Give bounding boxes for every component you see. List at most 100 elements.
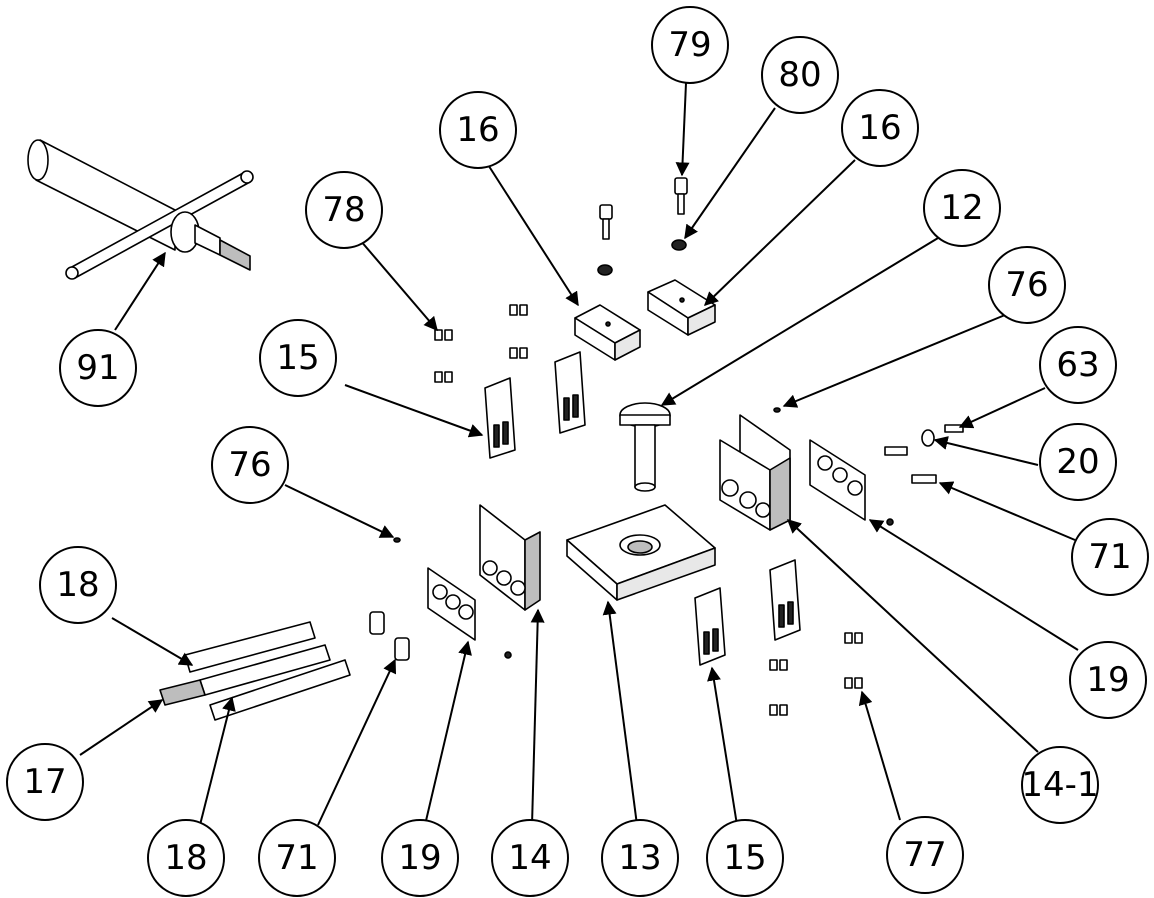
leader-63 [958,387,1046,429]
balloon-78: 78 [305,171,383,249]
balloon-label: 17 [23,762,66,802]
balloon-71: 71 [258,819,336,897]
part-15-bracket-upper-right [554,351,586,434]
balloon-71: 71 [1071,518,1149,596]
leader-19b [424,640,472,826]
part-19-plate-left [427,567,512,659]
part-63-screw [944,424,964,433]
balloon-label: 16 [456,110,499,150]
balloon-label: 71 [275,838,318,878]
balloon-label: 80 [778,55,821,95]
part-91-t-handle-tool [27,139,254,280]
leader-77 [858,690,901,821]
balloon-80: 80 [761,36,839,114]
leader-18b [199,696,236,826]
leader-78 [359,239,438,332]
balloon-15: 15 [706,819,784,897]
leader-80 [684,107,776,240]
balloon-label: 18 [164,838,207,878]
part-71-bolt-right [884,446,937,484]
part-14-1-block-assembly [719,414,791,531]
leader-15b [707,666,738,826]
part-76-pin-left [393,537,401,543]
part-15-bracket-lower-right [769,559,801,641]
part-nut-upper [597,264,613,276]
balloon-label: 78 [322,190,365,230]
leader-16b [703,159,856,306]
balloon-label: 79 [668,25,711,65]
balloon-label: 16 [858,108,901,148]
leader-91 [114,251,166,331]
balloon-label: 76 [228,445,271,485]
part-71-bolts-left [369,611,410,661]
balloon-91: 91 [59,329,137,407]
balloon-15: 15 [259,319,337,397]
part-15-bracket-upper-left [484,377,516,459]
balloon-label: 15 [723,838,766,878]
balloon-77: 77 [886,816,964,894]
part-17-18-rods [159,621,351,721]
part-15-bracket-lower-left [694,587,726,666]
balloon-label: 15 [276,338,319,378]
part-79-cap-screw [674,177,688,215]
leader-13 [602,600,638,826]
leader-12 [660,234,944,406]
part-77-screw-group [769,632,863,716]
balloon-label: 91 [76,348,119,388]
part-76-pin-right [773,407,781,413]
balloon-20: 20 [1039,423,1117,501]
leader-16a [484,159,579,307]
leader-17 [79,699,164,756]
balloon-label: 77 [903,835,946,875]
balloon-76: 76 [211,426,289,504]
balloon-label: 76 [1005,265,1048,305]
leader-76b [284,484,395,538]
balloon-19: 19 [381,819,459,897]
leader-14 [530,608,545,826]
balloon-18: 18 [147,819,225,897]
balloon-16: 16 [439,91,517,169]
part-cap-screw-upper [599,204,613,240]
balloon-14: 14 [491,819,569,897]
part-20-washer [921,429,935,447]
balloon-label: 20 [1056,442,1099,482]
leader-71b [317,658,397,826]
balloon-19: 19 [1069,641,1147,719]
balloon-label: 14-1 [1021,765,1098,805]
balloon-label: 12 [940,188,983,228]
leader-20 [933,436,1039,466]
balloon-16: 16 [841,89,919,167]
balloon-63: 63 [1039,326,1117,404]
balloon-label: 63 [1056,345,1099,385]
part-78-screw-group [434,304,528,383]
balloon-label: 18 [56,565,99,605]
leader-19a [868,519,1079,651]
balloon-label: 71 [1088,537,1131,577]
part-13-base-plate [566,504,716,601]
balloon-79: 79 [651,6,729,84]
balloon-12: 12 [923,169,1001,247]
leader-15a [344,384,484,438]
balloon-label: 19 [398,838,441,878]
part-80-nut [671,239,687,251]
part-12-pin [619,402,671,492]
leader-18a [111,617,194,666]
balloon-label: 14 [508,838,551,878]
part-14-block [479,504,541,611]
balloon-13: 13 [601,819,679,897]
part-19-plate-right [809,439,894,526]
part-16-block-right [647,279,716,336]
leader-71a [938,481,1076,541]
leader-14-1 [786,519,1039,753]
leader-lines [79,82,1079,826]
balloon-label: 13 [618,838,661,878]
balloon-76: 76 [988,246,1066,324]
balloon-14-1: 14-1 [1021,746,1099,824]
leader-79 [675,82,690,177]
part-16-block-left [574,304,641,361]
leader-76a [782,314,1006,408]
balloon-18: 18 [39,546,117,624]
balloon-17: 17 [6,743,84,821]
balloon-label: 19 [1086,660,1129,700]
